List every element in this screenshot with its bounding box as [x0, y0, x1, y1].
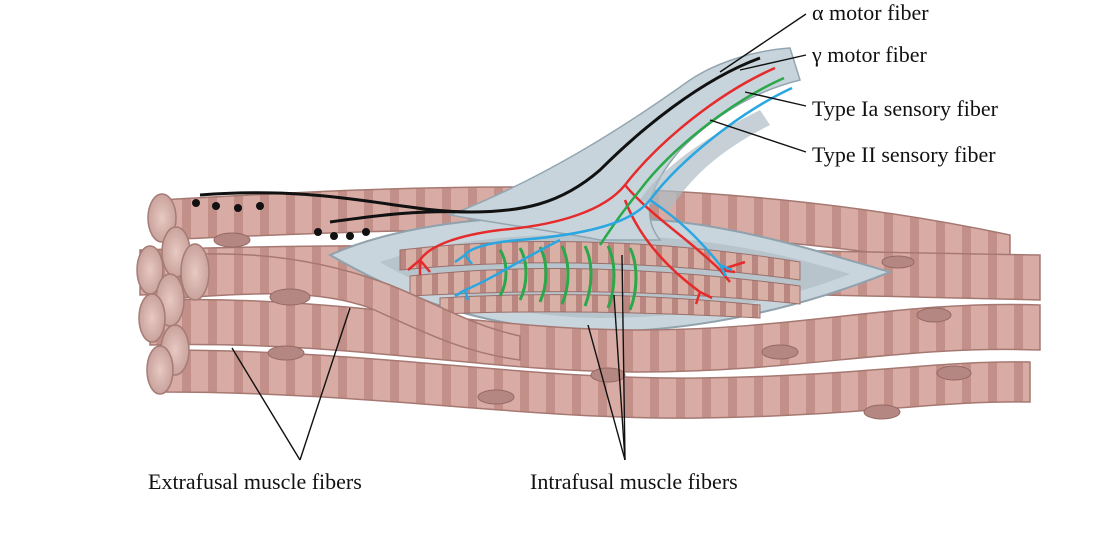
alpha-motor-fiber	[199, 56, 761, 224]
type-ia-sensory-fiber	[598, 76, 785, 246]
intrafusal-fibers	[399, 240, 801, 319]
leader-intrafusal-b	[621, 254, 626, 461]
label-gamma-motor-fiber: γ motor fiber	[812, 42, 927, 67]
leader-gamma	[739, 54, 807, 71]
gamma-motor-fiber	[407, 66, 776, 305]
nerve-sheath	[447, 47, 801, 241]
type-ii-sensory-fiber	[454, 86, 793, 301]
leader-extrafusal-b	[299, 307, 351, 461]
fiber-cut-ends	[136, 193, 210, 395]
leader-type-ii	[709, 119, 807, 153]
label-type-ii-sensory-fiber: Type II sensory fiber	[812, 142, 996, 167]
leader-extrafusal-a	[231, 347, 301, 461]
label-extrafusal-muscle-fibers: Extrafusal muscle fibers	[148, 469, 362, 494]
leader-alpha	[719, 13, 807, 73]
extrafusal-fibers-front	[149, 253, 1041, 419]
leader-type-ia	[744, 91, 807, 107]
label-type-ia-sensory-fiber: Type Ia sensory fiber	[812, 96, 999, 121]
leader-intrafusal-a	[587, 324, 626, 461]
label-intrafusal-muscle-fibers: Intrafusal muscle fibers	[530, 469, 738, 494]
leader-lines	[231, 13, 807, 461]
muscle-nuclei	[213, 232, 972, 420]
type-ia-annulospiral-endings	[498, 245, 638, 311]
label-alpha-motor-fiber: α motor fiber	[812, 0, 929, 25]
leader-intrafusal-c	[613, 294, 626, 461]
alpha-motor-endplates	[192, 199, 370, 240]
